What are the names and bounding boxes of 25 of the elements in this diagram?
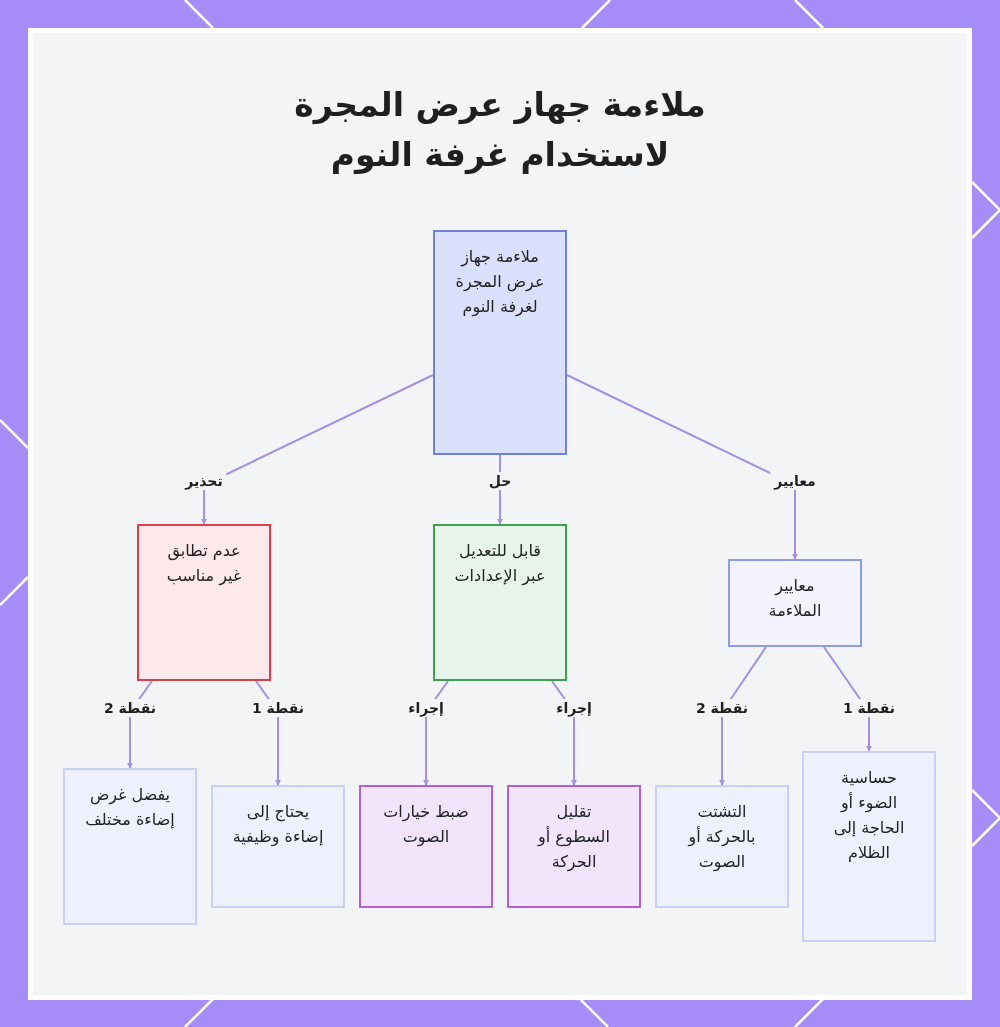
process-box bbox=[137, 524, 271, 681]
node-text: معايير الملاءمة bbox=[767, 575, 823, 622]
process-box bbox=[728, 559, 862, 647]
node-text: عدم تطابق غير مناسب bbox=[165, 540, 243, 588]
process-box bbox=[359, 785, 493, 908]
process-box bbox=[211, 785, 345, 908]
title: ملاءمة جهاز عرض المجرة لاستخدام غرفة النوم bbox=[293, 84, 707, 177]
connector-arrow bbox=[719, 646, 767, 786]
process-box bbox=[507, 785, 641, 908]
process-box bbox=[655, 785, 789, 908]
node-text: ضبط خيارات الصوت bbox=[382, 801, 470, 849]
edge-label: تحذير bbox=[181, 472, 227, 490]
node-text: تقليل السطوع أو الحركة bbox=[536, 801, 611, 874]
node-text: يفضل غرض إضاءة مختلف bbox=[84, 784, 176, 831]
process-box bbox=[433, 524, 567, 681]
connector-arrow bbox=[201, 374, 434, 525]
process-box bbox=[433, 230, 567, 455]
connector-arrow bbox=[566, 374, 798, 560]
process-box bbox=[63, 768, 197, 925]
node-text: حساسية الضوء أو الحاجة إلى الظلام bbox=[832, 767, 906, 864]
node-text: قابل للتعديل عبر الإعدادات bbox=[454, 540, 546, 588]
node-text: التشتت بالحركة أو الصوت bbox=[686, 801, 757, 874]
node-text: ملاءمة جهاز عرض المجرة لغرفة النوم bbox=[454, 246, 546, 319]
process-box bbox=[802, 751, 936, 942]
node-text: يحتاج إلى إضاءة وظيفية bbox=[232, 801, 324, 849]
